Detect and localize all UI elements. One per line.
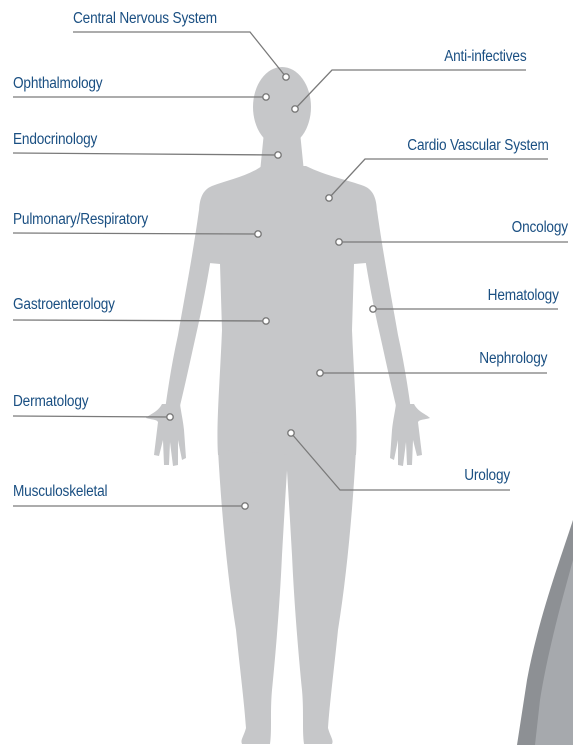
marker-icon-ophthalmology [263, 94, 269, 100]
label-musculoskeletal: Musculoskeletal [13, 483, 107, 501]
left-arm [165, 210, 214, 414]
leader-line-anti-infectives [295, 70, 526, 109]
leader-line-endocrinology [13, 153, 278, 155]
marker-icon-nephrology [317, 370, 323, 376]
marker-icon-central-nervous-system [283, 74, 289, 80]
label-anti-infectives: Anti-infectives [444, 48, 526, 66]
label-pulmonary-respiratory: Pulmonary/Respiratory [13, 211, 148, 229]
marker-icon-musculoskeletal [242, 503, 248, 509]
leader-line-dermatology [13, 416, 170, 417]
marker-icon-hematology [370, 306, 376, 312]
human-body-silhouette-icon [146, 67, 430, 744]
right-leg [286, 450, 356, 744]
marker-icon-urology [288, 430, 294, 436]
label-central-nervous-system: Central Nervous System [73, 10, 217, 28]
label-oncology: Oncology [512, 219, 568, 237]
marker-icon-pulmonary-respiratory [255, 231, 261, 237]
marker-icon-dermatology [167, 414, 173, 420]
marker-icon-endocrinology [275, 152, 281, 158]
label-ophthalmology: Ophthalmology [13, 75, 102, 93]
left-leg [218, 450, 288, 744]
label-hematology: Hematology [488, 287, 559, 305]
label-gastroenterology: Gastroenterology [13, 296, 115, 314]
marker-icon-cardio-vascular-system [326, 195, 332, 201]
torso [198, 166, 378, 455]
label-dermatology: Dermatology [13, 393, 88, 411]
left-hand [146, 404, 186, 466]
right-hand [390, 404, 430, 466]
marker-icon-gastroenterology [263, 318, 269, 324]
label-urology: Urology [464, 467, 510, 485]
leader-line-central-nervous-system [73, 32, 286, 77]
marker-icon-oncology [336, 239, 342, 245]
label-cardio-vascular-system: Cardio Vascular System [408, 137, 549, 155]
marker-icon-anti-infectives [292, 106, 298, 112]
label-nephrology: Nephrology [479, 350, 547, 368]
label-endocrinology: Endocrinology [13, 131, 97, 149]
right-arm [362, 210, 411, 414]
